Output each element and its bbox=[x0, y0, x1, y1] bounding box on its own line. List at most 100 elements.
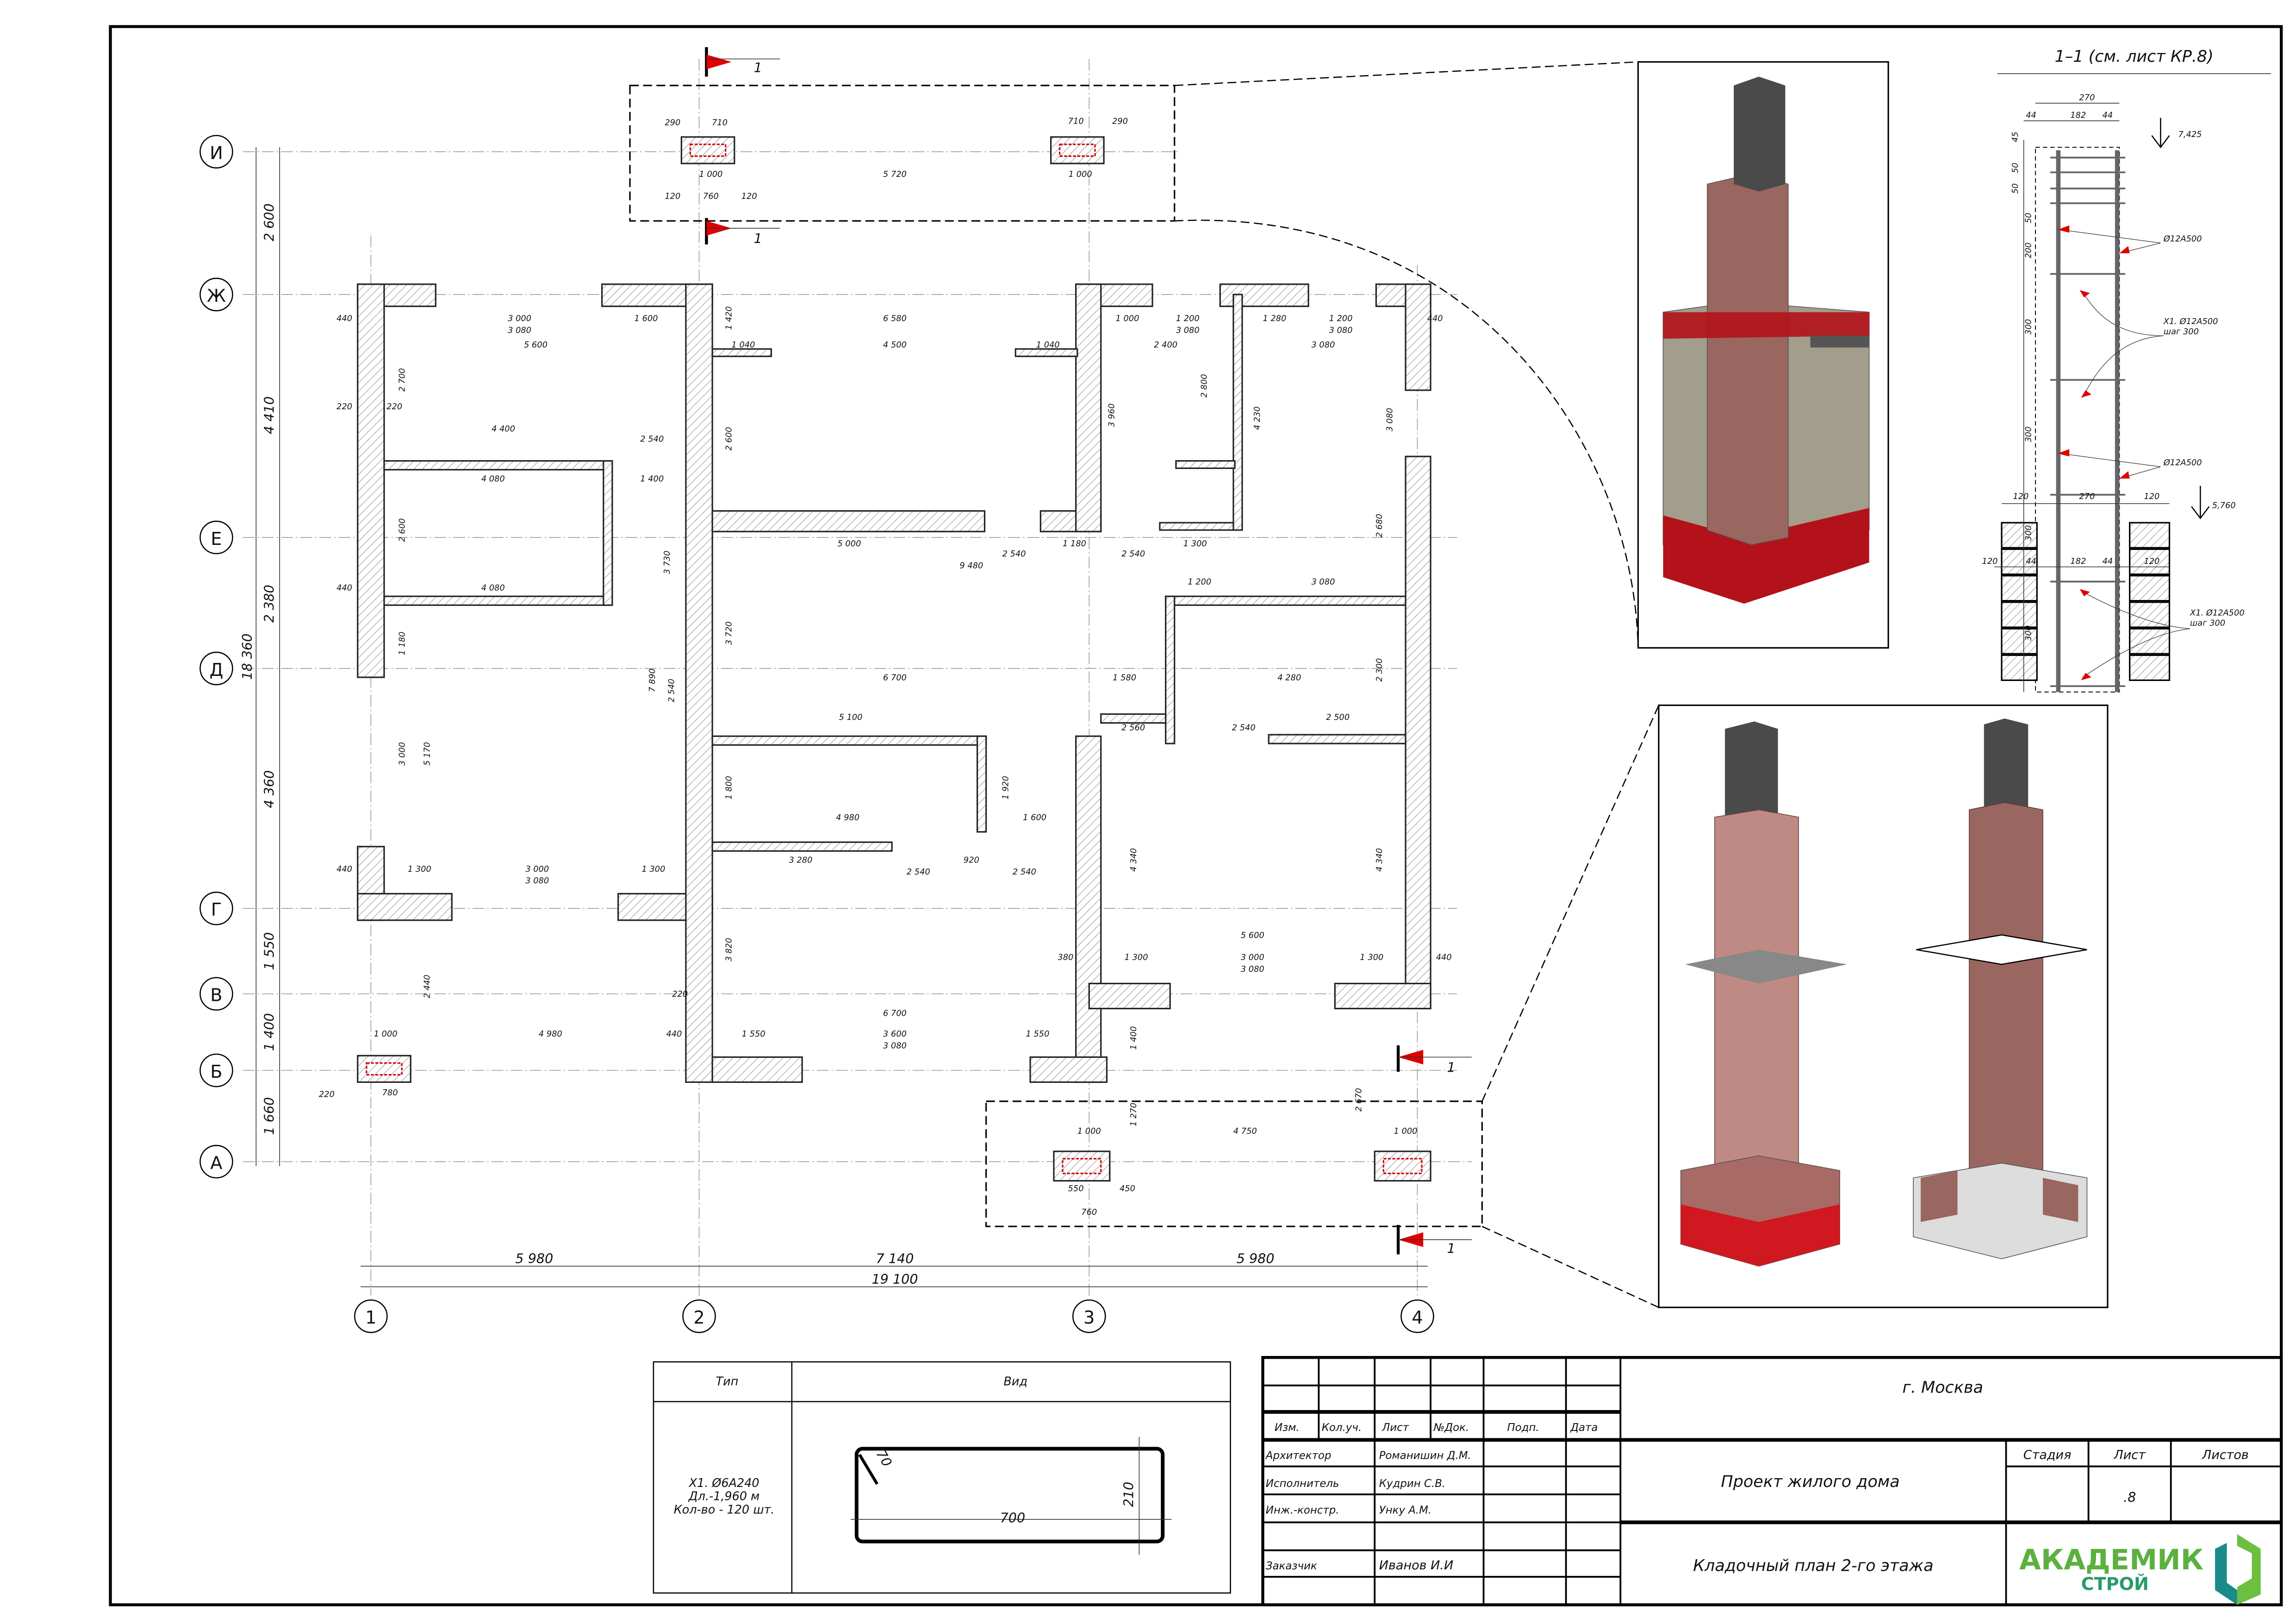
dimension-label: 3 080 bbox=[1329, 325, 1353, 335]
elevation-mark: 7,425 bbox=[2178, 130, 2202, 139]
rebar-callout: Ø12А500 bbox=[2163, 458, 2202, 468]
rebar-quantity: Кол-во - 120 шт. bbox=[674, 1502, 775, 1516]
section-mark-label: 1 bbox=[1447, 1240, 1456, 1256]
dimension-label: 3 080 bbox=[1311, 577, 1335, 587]
dimension-label: 2 700 bbox=[398, 368, 407, 392]
dimension-label: 5 600 bbox=[524, 340, 548, 350]
dimension-label: 1 600 bbox=[635, 313, 658, 323]
elevation-mark: 5,760 bbox=[2212, 500, 2236, 510]
role-label: Архитектор bbox=[1265, 1450, 1332, 1462]
axis-marker-row: А bbox=[199, 1145, 233, 1179]
dimension-label: 2 600 bbox=[724, 427, 734, 450]
axis-label: Д bbox=[210, 660, 224, 680]
dimension-label: 182 bbox=[2070, 556, 2086, 566]
dimension-label: 1 400 bbox=[261, 1013, 277, 1051]
section-mark-label: 1 bbox=[1447, 1059, 1456, 1075]
dimension-label: 300 bbox=[2024, 426, 2034, 442]
dimension-label: 2 680 bbox=[1375, 514, 1384, 537]
dimension-label: 1 550 bbox=[261, 932, 277, 970]
dimension-label: 1 300 bbox=[1183, 539, 1207, 549]
axis-marker-col: 4 bbox=[1400, 1299, 1434, 1333]
dimension-label: 1 000 bbox=[1077, 1126, 1101, 1136]
dimension-label: 120 bbox=[665, 191, 680, 201]
dimension-label: 780 bbox=[382, 1088, 398, 1098]
axis-label: Е bbox=[211, 529, 222, 549]
dimension-label: 3 960 bbox=[1107, 403, 1116, 427]
dimension-label: 4 750 bbox=[1233, 1126, 1257, 1136]
title-block: Изм. Кол.уч. Лист №Док. Подп. Дата Архит… bbox=[1261, 1356, 2283, 1606]
dimension-label: 120 bbox=[1982, 556, 1998, 566]
dimension-label: 440 bbox=[1436, 953, 1452, 962]
dimension-label: 2 600 bbox=[261, 203, 277, 241]
header-kol-uch: Кол.уч. bbox=[1322, 1422, 1362, 1434]
column-axis-markers: 1 2 3 4 bbox=[354, 1299, 1434, 1333]
dimension-label: 3 080 bbox=[1176, 325, 1200, 335]
dimension-label: 380 bbox=[1058, 953, 1073, 962]
dimension-label: 290 bbox=[1112, 116, 1128, 126]
dimension-label: 4 400 bbox=[492, 424, 515, 434]
dimension-label: 1 400 bbox=[1129, 1026, 1139, 1050]
dimension-label: 1 800 bbox=[724, 776, 734, 800]
dimension-label: 920 bbox=[964, 856, 979, 865]
dimension-label: 120 bbox=[741, 191, 757, 201]
dimension-label: 1 420 bbox=[724, 306, 734, 330]
dimension-label: 270 bbox=[2079, 492, 2095, 501]
dimension-label: 4 980 bbox=[539, 1029, 562, 1039]
dimension-label: 1 300 bbox=[1360, 953, 1383, 962]
table-header-view: Вид bbox=[1003, 1374, 1027, 1388]
section-mark-label: 1 bbox=[754, 231, 762, 246]
dimension-label: 2 560 bbox=[1121, 723, 1145, 733]
dimension-label: 300 bbox=[2024, 625, 2034, 641]
dimension-label: 2 500 bbox=[1326, 712, 1350, 722]
dimension-label: 1 580 bbox=[1113, 673, 1136, 682]
dimension-label: 1 550 bbox=[742, 1029, 765, 1039]
row-axis-markers: И Ж Е Д Г В Б А bbox=[199, 135, 233, 1179]
column-pads bbox=[357, 61, 1660, 1308]
dimension-label: 760 bbox=[703, 191, 719, 201]
person-name: Романишин Д.М. bbox=[1379, 1450, 1471, 1462]
dimension-label: 290 bbox=[665, 118, 680, 127]
axis-label: А bbox=[210, 1153, 222, 1173]
dimension-label: 4 080 bbox=[481, 474, 505, 484]
dimension-label: 50 bbox=[2010, 183, 2020, 194]
dimension-label: 4 360 bbox=[261, 770, 277, 808]
dimension-label: 3 080 bbox=[1311, 340, 1335, 350]
dimension-label: 2 540 bbox=[907, 867, 930, 877]
dimension-label: 2 600 bbox=[398, 518, 407, 542]
dimension-label: 44 bbox=[2103, 556, 2113, 566]
axis-label: 3 bbox=[1083, 1307, 1095, 1328]
dimension-label: 710 bbox=[1068, 116, 1084, 126]
dimension-label: 210 bbox=[1121, 1482, 1137, 1507]
axis-label: В bbox=[210, 985, 222, 1006]
dimension-label: 3 600 bbox=[883, 1029, 907, 1039]
dimension-label: 700 bbox=[1000, 1510, 1026, 1525]
header-doc-no: №Док. bbox=[1432, 1422, 1469, 1434]
dimension-label: 300 bbox=[2024, 319, 2034, 335]
axis-marker-col: 3 bbox=[1072, 1299, 1106, 1333]
dimension-label: 3 280 bbox=[789, 856, 813, 865]
dimension-label: 3 000 bbox=[508, 313, 531, 323]
dimension-label: 440 bbox=[336, 313, 352, 323]
dimension-label: 6 700 bbox=[883, 1008, 907, 1018]
dimension-label: 44 bbox=[2026, 556, 2036, 566]
dimension-label: 4 080 bbox=[481, 583, 505, 593]
dimension-label: 5 980 bbox=[515, 1251, 553, 1267]
dimension-label: 1 600 bbox=[1023, 812, 1046, 822]
axis-label: Ж bbox=[207, 286, 226, 306]
dimension-label: 9 480 bbox=[959, 561, 983, 571]
role-label: Исполнитель bbox=[1266, 1478, 1339, 1490]
dimension-label: 3 000 bbox=[525, 864, 549, 874]
dimension-label: 440 bbox=[1427, 313, 1443, 323]
dimension-label: 3 820 bbox=[724, 938, 734, 962]
dimension-label: 550 bbox=[1068, 1184, 1084, 1193]
logo-mark-icon bbox=[2237, 1534, 2261, 1605]
total-dimension-label: 18 360 bbox=[239, 633, 255, 680]
dimension-label: 710 bbox=[712, 118, 728, 127]
rebar-callout: шаг 300 bbox=[2164, 327, 2199, 337]
dimension-label: 5 100 bbox=[839, 712, 863, 722]
axis-label: Б bbox=[210, 1062, 222, 1082]
dimension-label: 1 920 bbox=[1001, 776, 1010, 800]
rebar-callout: Х1. Ø12А500 bbox=[2163, 317, 2218, 326]
